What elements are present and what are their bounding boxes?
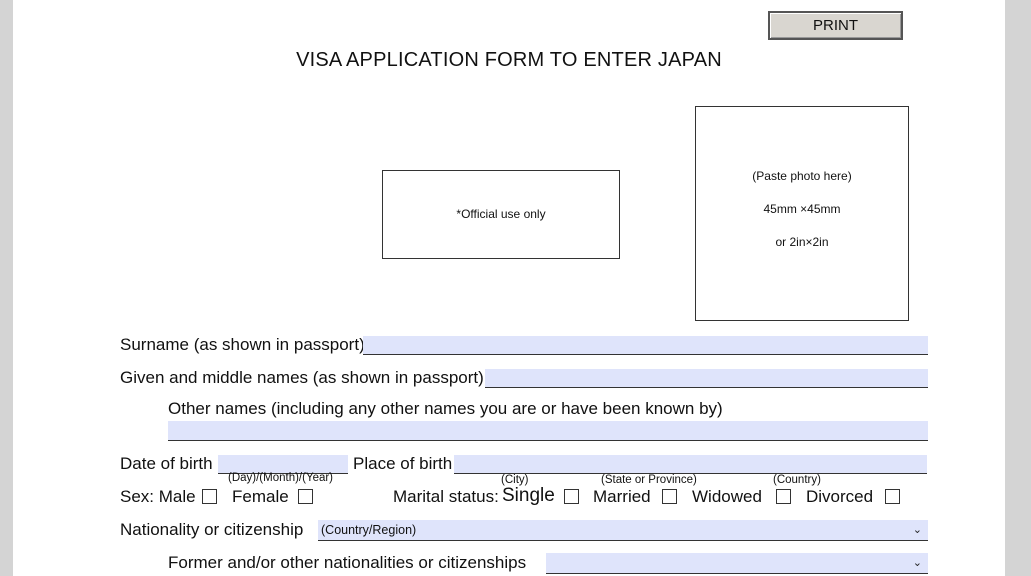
surname-input[interactable] xyxy=(363,336,928,355)
divorced-label: Divorced xyxy=(806,487,874,506)
photo-size-mm: 45mm ×45mm xyxy=(763,202,841,216)
married-label: Married xyxy=(593,487,651,506)
photo-size-in: or 2in×2in xyxy=(775,235,829,249)
pob-country-hint: (Country) xyxy=(773,474,821,486)
other-names-label: Other names (including any other names y… xyxy=(168,399,723,418)
chevron-down-icon: ⌄ xyxy=(912,557,922,569)
widowed-label: Widowed xyxy=(692,487,762,506)
sex-male-label: Sex: Male xyxy=(120,487,196,506)
pob-label: Place of birth xyxy=(353,454,453,473)
male-checkbox[interactable] xyxy=(202,489,217,504)
dob-hint: (Day)/(Month)/(Year) xyxy=(228,472,334,484)
single-checkbox[interactable] xyxy=(564,489,579,504)
pob-input[interactable] xyxy=(454,455,927,474)
divorced-checkbox[interactable] xyxy=(885,489,900,504)
other-names-input[interactable] xyxy=(168,421,928,441)
marital-status-label: Marital status: xyxy=(393,487,499,506)
dob-label: Date of birth xyxy=(120,454,213,473)
given-names-input[interactable] xyxy=(485,369,928,388)
photo-instruction: (Paste photo here) xyxy=(752,169,852,183)
married-checkbox[interactable] xyxy=(662,489,677,504)
page-title: VISA APPLICATION FORM TO ENTER JAPAN xyxy=(296,49,722,71)
given-names-label: Given and middle names (as shown in pass… xyxy=(120,368,484,387)
nationality-select[interactable]: (Country/Region) ⌄ xyxy=(318,520,928,541)
chevron-down-icon: ⌄ xyxy=(912,524,922,536)
official-use-box: *Official use only xyxy=(382,170,620,259)
pob-state-hint: (State or Province) xyxy=(601,474,697,486)
single-label: Single xyxy=(502,485,555,506)
nationality-value: (Country/Region) xyxy=(321,523,417,537)
female-label: Female xyxy=(232,487,289,506)
surname-label: Surname (as shown in passport) xyxy=(120,335,365,354)
nationality-label: Nationality or citizenship xyxy=(120,520,304,539)
pob-city-hint: (City) xyxy=(501,474,529,486)
female-checkbox[interactable] xyxy=(298,489,313,504)
former-nationality-label: Former and/or other nationalities or cit… xyxy=(168,553,527,572)
photo-box: (Paste photo here) 45mm ×45mm or 2in×2in xyxy=(695,106,909,321)
official-use-text: *Official use only xyxy=(456,207,546,221)
form-page: PRINT VISA APPLICATION FORM TO ENTER JAP… xyxy=(13,0,1005,576)
widowed-checkbox[interactable] xyxy=(776,489,791,504)
former-nationality-select[interactable]: ⌄ xyxy=(546,553,928,574)
print-button[interactable]: PRINT xyxy=(768,11,903,40)
dob-input[interactable] xyxy=(218,455,348,474)
